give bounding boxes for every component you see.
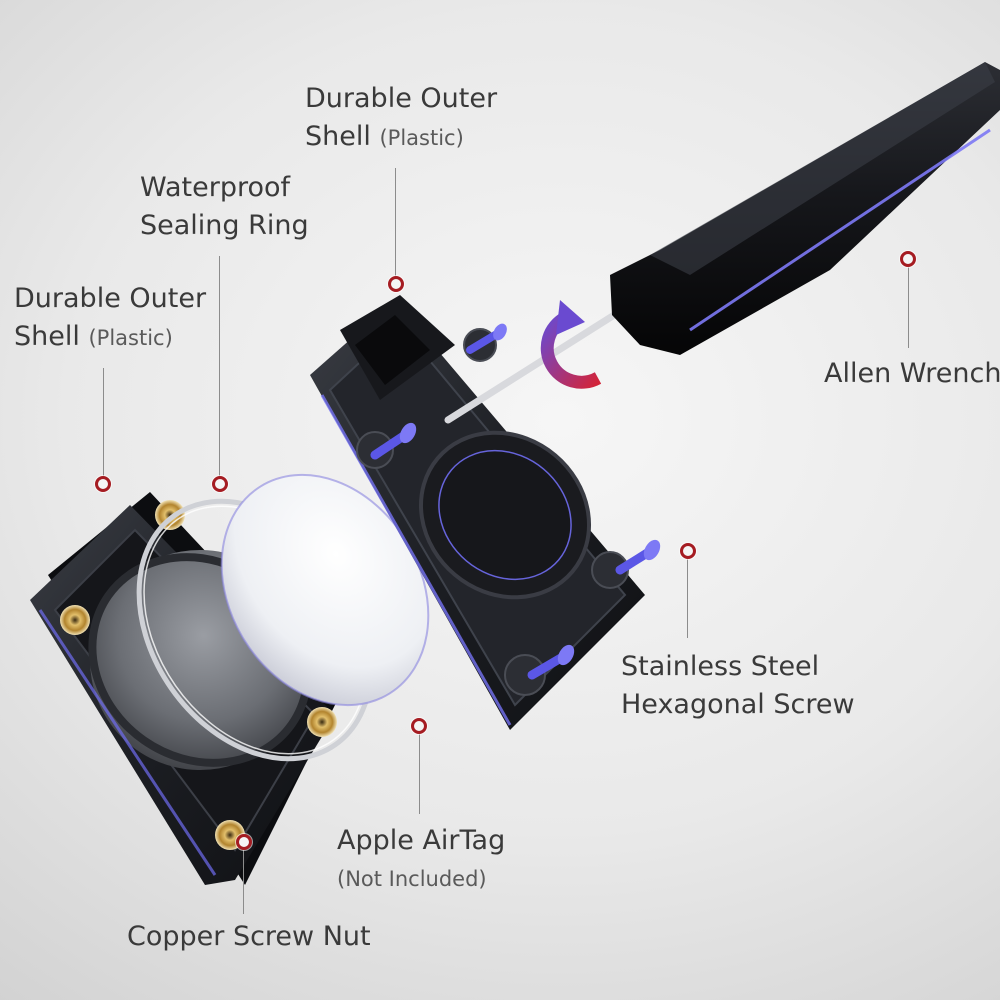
label-outer-shell-top: Durable Outer Shell (Plastic)	[305, 80, 497, 157]
leader-outer-shell-top	[395, 168, 396, 276]
marker-airtag	[411, 718, 427, 734]
label-outer-shell-left: Durable Outer Shell (Plastic)	[14, 280, 206, 357]
front-shell	[310, 295, 645, 730]
label-line: Apple AirTag	[337, 825, 506, 856]
copper-screw-nut	[60, 500, 337, 850]
label-allen-wrench: Allen Wrench	[824, 355, 1000, 393]
label-sub: (Not Included)	[337, 867, 487, 891]
label-line: Hexagonal Screw	[621, 689, 855, 720]
leader-hex-screw	[687, 558, 688, 638]
marker-outer-shell-top	[388, 276, 404, 292]
label-line: Sealing Ring	[140, 210, 309, 241]
label-sub: (Plastic)	[88, 326, 173, 350]
label-line: Durable Outer	[14, 283, 207, 314]
marker-allen-wrench	[900, 251, 916, 267]
leader-allen-wrench	[908, 266, 909, 348]
label-hex-screw: Stainless Steel Hexagonal Screw	[621, 648, 855, 724]
label-line: Stainless Steel	[621, 651, 820, 682]
leader-sealing-ring	[219, 256, 220, 478]
label-line: Copper Screw Nut	[127, 921, 371, 952]
label-sub: (Plastic)	[379, 126, 464, 150]
label-sealing-ring: Waterproof Sealing Ring	[140, 169, 309, 245]
label-line: Allen Wrench	[824, 358, 1000, 389]
label-line: Waterproof	[140, 172, 291, 203]
allen-wrench	[444, 62, 1000, 424]
label-line: Shell	[14, 321, 80, 352]
leader-airtag	[419, 734, 420, 814]
marker-screw-nut	[236, 834, 252, 850]
label-line: Durable Outer	[305, 83, 498, 114]
leader-screw-nut	[243, 848, 244, 914]
marker-outer-shell-left	[95, 476, 111, 492]
leader-outer-shell-left	[103, 368, 104, 476]
label-screw-nut: Copper Screw Nut	[127, 918, 371, 956]
label-airtag: Apple AirTag (Not Included)	[337, 822, 505, 898]
rotate-arrow-icon	[540, 300, 602, 389]
label-line: Shell	[305, 121, 371, 152]
hexagonal-screws	[370, 323, 661, 680]
marker-hex-screw	[680, 543, 696, 559]
marker-sealing-ring	[212, 476, 228, 492]
